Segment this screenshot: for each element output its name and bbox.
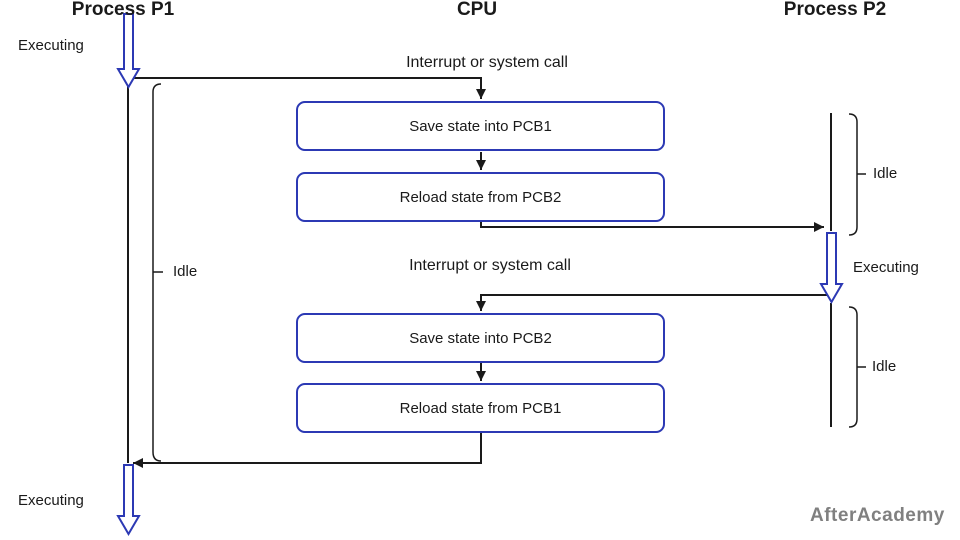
step-box-reload-pcb2: Reload state from PCB2 [296,172,665,222]
p2-executing-label: Executing [853,259,919,276]
connector-cpu-to-p2 [480,222,824,232]
step-box-reload-pcb1: Reload state from PCB1 [296,383,665,433]
p2-idle-bracket-top [848,113,866,236]
interrupt-line-p2-to-cpu [476,294,829,311]
column-header-process-p2: Process P2 [783,0,887,20]
interrupt-line-p1-to-cpu [129,77,486,99]
p1-executing-bottom-label: Executing [18,492,84,509]
p2-idle-bottom-label: Idle [872,358,897,375]
p1-idle-bracket [152,83,163,462]
p2-executing-arrow [819,232,844,304]
p2-idle-bracket-bottom [848,306,866,428]
afteracademy-watermark: AfterAcademy [810,505,945,526]
interrupt-label-top: Interrupt or system call [406,54,568,71]
column-header-process-p1: Process P1 [71,0,175,20]
connector-cpu-to-p1 [133,433,482,468]
interrupt-label-bottom: Interrupt or system call [409,257,571,274]
p2-idle-top-label: Idle [873,165,898,182]
p1-executing-top-label: Executing [18,37,84,54]
p1-executing-arrow-bottom [116,464,141,536]
column-header-cpu: CPU [456,0,498,20]
p1-executing-arrow-top [116,13,141,89]
p1-idle-label: Idle [173,263,198,280]
step-box-save-pcb1: Save state into PCB1 [296,101,665,151]
step-box-save-pcb2: Save state into PCB2 [296,313,665,363]
